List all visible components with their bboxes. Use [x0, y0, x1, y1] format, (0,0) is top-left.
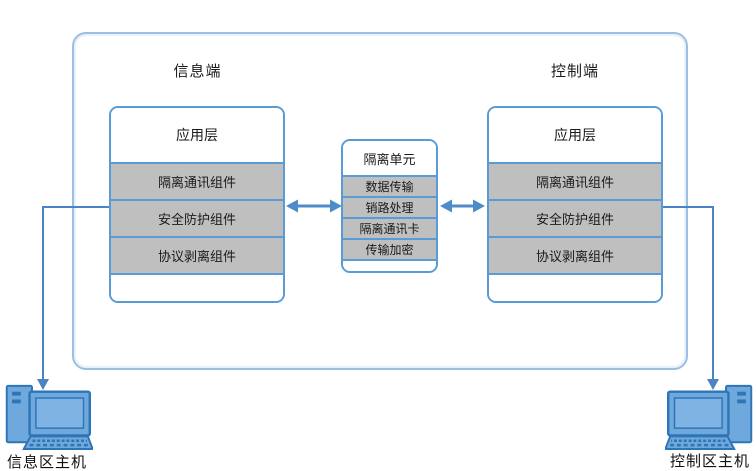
- isolation-row-transmission-encryption: 传输加密: [343, 238, 436, 259]
- section-label-information-side: 信息端: [173, 63, 222, 80]
- section-label-control-side: 控制端: [550, 63, 599, 80]
- left-stack-row-protocol-stripping: 协议剥离组件: [111, 236, 283, 273]
- left-stack-title: 应用层: [111, 108, 283, 162]
- right-stack-title: 应用层: [489, 108, 661, 162]
- computer-icon-control-host: [663, 382, 753, 450]
- isolation-row-link-processing: 销路处理: [343, 196, 436, 217]
- computer-icon-information-host: [5, 382, 95, 450]
- isolation-unit-title: 隔离单元: [343, 141, 436, 175]
- information-host-label: 信息区主机: [7, 454, 88, 471]
- isolation-unit-stack: 隔离单元 数据传输 销路处理 隔离通讯卡 传输加密: [341, 139, 438, 273]
- left-stack-row-security-protection: 安全防护组件: [111, 199, 283, 236]
- right-stack-footer: [489, 273, 661, 301]
- desktop-computer-icon: [5, 384, 95, 450]
- control-host-label: 控制区主机: [670, 453, 751, 470]
- right-stack-row-security-protection: 安全防护组件: [489, 199, 661, 236]
- information-side-stack: 应用层 隔离通讯组件 安全防护组件 协议剥离组件: [109, 106, 285, 303]
- right-stack-row-isolation-comm: 隔离通讯组件: [489, 162, 661, 199]
- outer-boundary-frame: [72, 32, 688, 370]
- desktop-computer-icon: [663, 384, 753, 450]
- left-stack-row-isolation-comm: 隔离通讯组件: [111, 162, 283, 199]
- isolation-row-data-transfer: 数据传输: [343, 175, 436, 196]
- right-stack-row-protocol-stripping: 协议剥离组件: [489, 236, 661, 273]
- isolation-stack-footer: [343, 259, 436, 271]
- left-stack-footer: [111, 273, 283, 301]
- isolation-row-comm-card: 隔离通讯卡: [343, 217, 436, 238]
- control-side-stack: 应用层 隔离通讯组件 安全防护组件 协议剥离组件: [487, 106, 663, 303]
